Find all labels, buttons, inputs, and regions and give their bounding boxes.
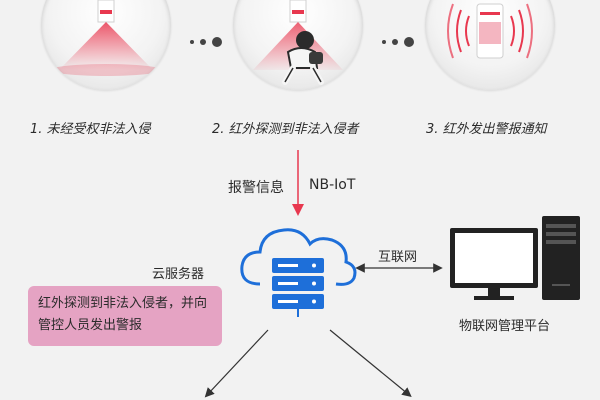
step-label-2: 2. 红外探测到非法入侵者: [212, 122, 359, 137]
alarm-note-box: 红外探测到非法入侵者，并向管控人员发出警报: [28, 286, 222, 346]
internet-label: 互联网: [378, 250, 418, 265]
platform-label: 物联网管理平台: [459, 319, 551, 334]
computer-icon: [450, 216, 580, 300]
down-left-arrow: [204, 329, 269, 398]
alarm-sensor-icon: [447, 3, 533, 59]
step-label-1: 1. 未经受权非法入侵: [30, 122, 151, 137]
step-label-3: 3. 红外发出警报通知: [426, 122, 547, 137]
down-right-arrow: [329, 329, 412, 398]
protocol-label: NB-IoT: [309, 177, 356, 193]
cloud-server-label: 云服务器: [152, 267, 205, 282]
server-stack-icon: [272, 258, 324, 317]
connector-dots-2: [382, 36, 422, 48]
pc-tower-icon: [542, 216, 580, 300]
intruder-icon: [253, 0, 343, 85]
alarm-info-label: 报警信息: [228, 180, 284, 196]
infrared-sensor-icon: [51, 0, 161, 76]
monitor-icon: [450, 228, 538, 300]
connector-dots-1: [190, 36, 230, 48]
cloud-server-icon: [240, 228, 357, 317]
